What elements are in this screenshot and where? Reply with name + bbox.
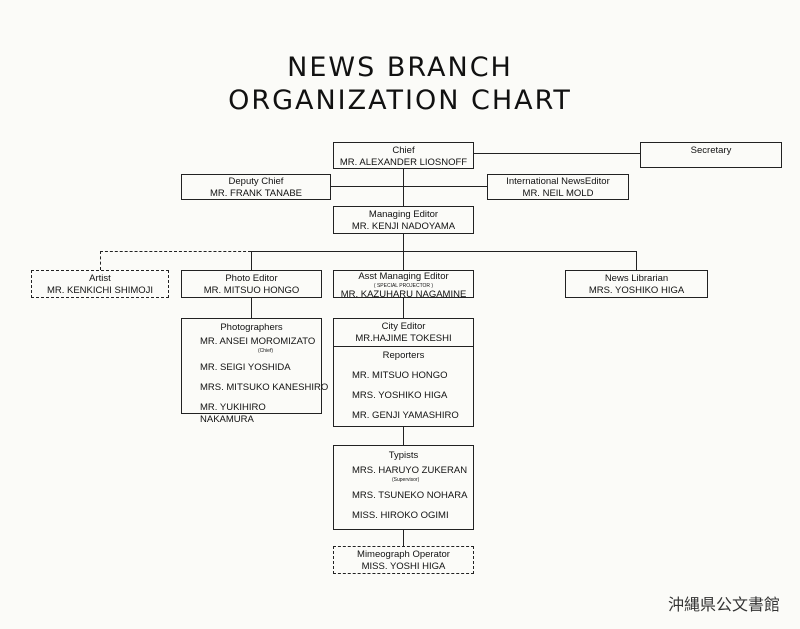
intl-news-editor-role: International NewsEditor bbox=[506, 176, 610, 187]
reporter-name: MR. MITSUO HONGO bbox=[352, 370, 448, 381]
city-editor-role: City Editor bbox=[381, 321, 426, 332]
chief-role: Chief bbox=[392, 145, 415, 156]
mimeograph-operator-role: Mimeograph Operator bbox=[357, 549, 450, 560]
photographers-box: Photographers MR. ANSEI MOROMIZATO (Chie… bbox=[181, 318, 329, 425]
reporter-name: MRS. YOSHIKO HIGA bbox=[352, 390, 448, 401]
connector bbox=[403, 234, 404, 270]
connector bbox=[251, 251, 252, 270]
dashed-connector bbox=[100, 251, 101, 270]
chief-box: Chief MR. ALEXANDER LIOSNOFF bbox=[333, 142, 474, 169]
chart-title-line-1: NEWS BRANCH bbox=[287, 52, 513, 83]
connector bbox=[403, 298, 404, 318]
connector bbox=[403, 530, 404, 546]
connector bbox=[251, 298, 252, 318]
managing-editor-box: Managing Editor MR. KENJI NADOYAMA bbox=[333, 206, 474, 234]
reporters-role: Reporters bbox=[382, 350, 425, 361]
photographer-name: MR. YUKIHIRO NAKAMURA bbox=[200, 402, 266, 425]
connector bbox=[403, 168, 404, 206]
typist-supervisor-note: (Supervisor) bbox=[392, 477, 420, 483]
connector bbox=[403, 427, 404, 445]
typist-name: MRS. TSUNEKO NOHARA bbox=[352, 490, 468, 501]
news-librarian-box: News Librarian MRS. YOSHIKO HIGA bbox=[565, 270, 708, 298]
city-editor-name: MR.HAJIME TOKESHI bbox=[355, 333, 452, 344]
deputy-chief-box: Deputy Chief MR. FRANK TANABE bbox=[181, 174, 331, 200]
chief-name: MR. ALEXANDER LIOSNOFF bbox=[339, 157, 468, 168]
photo-editor-name: MR. MITSUO HONGO bbox=[203, 285, 300, 296]
asst-managing-editor-note: ( SPECIAL PROJECTOR ) bbox=[373, 283, 434, 289]
dashed-connector bbox=[100, 251, 251, 252]
typists-box: Typists MRS. HARUYO ZUKERAN (Supervisor)… bbox=[333, 445, 474, 530]
typist-name: MRS. HARUYO ZUKERAN bbox=[352, 465, 468, 476]
archive-stamp: 沖縄県公文書館 bbox=[667, 595, 780, 614]
news-librarian-name: MRS. YOSHIKO HIGA bbox=[588, 285, 685, 296]
photographer-name: MR. ANSEI MOROMIZATO bbox=[200, 336, 316, 347]
asst-managing-editor-box: Asst Managing Editor ( SPECIAL PROJECTOR… bbox=[333, 270, 474, 300]
asst-managing-editor-role: Asst Managing Editor bbox=[358, 271, 449, 282]
asst-managing-editor-name: MR. KAZUHARU NAGAMINE bbox=[340, 289, 467, 300]
typist-name: MISS. HIROKO OGIMI bbox=[352, 510, 449, 521]
artist-role: Artist bbox=[89, 273, 111, 284]
city-editor-box: City Editor MR.HAJIME TOKESHI bbox=[333, 318, 474, 347]
reporters-box: Reporters MR. MITSUO HONGO MRS. YOSHIKO … bbox=[333, 346, 474, 427]
intl-news-editor-box: International NewsEditor MR. NEIL MOLD bbox=[487, 174, 629, 200]
artist-name: MR. KENKICHI SHIMOJI bbox=[46, 285, 154, 296]
mimeograph-operator-box: Mimeograph Operator MISS. YOSHI HIGA bbox=[333, 546, 474, 574]
reporter-name: MR. GENJI YAMASHIRO bbox=[352, 410, 459, 421]
connector bbox=[251, 251, 637, 252]
news-librarian-role: News Librarian bbox=[604, 273, 669, 284]
secretary-box: Secretary bbox=[640, 142, 782, 168]
photographer-name: MRS. MITSUKO KANESHIRO bbox=[200, 382, 329, 393]
connector bbox=[474, 153, 640, 154]
deputy-chief-role: Deputy Chief bbox=[228, 176, 284, 187]
chart-title-line-2: ORGANIZATION CHART bbox=[228, 85, 572, 116]
photo-editor-box: Photo Editor MR. MITSUO HONGO bbox=[181, 270, 322, 298]
photographer-name: MR. SEIGI YOSHIDA bbox=[200, 362, 291, 373]
intl-news-editor-name: MR. NEIL MOLD bbox=[522, 188, 594, 199]
connector bbox=[636, 251, 637, 270]
connector bbox=[331, 186, 487, 187]
photo-editor-role: Photo Editor bbox=[225, 273, 278, 284]
managing-editor-role: Managing Editor bbox=[368, 209, 439, 220]
typists-role: Typists bbox=[388, 450, 419, 461]
artist-box: Artist MR. KENKICHI SHIMOJI bbox=[31, 270, 169, 298]
photographers-role: Photographers bbox=[220, 322, 283, 333]
photographer-chief-note: (Chief) bbox=[258, 348, 274, 354]
secretary-role: Secretary bbox=[690, 145, 732, 156]
managing-editor-name: MR. KENJI NADOYAMA bbox=[351, 221, 456, 232]
mimeograph-operator-name: MISS. YOSHI HIGA bbox=[361, 561, 446, 572]
deputy-chief-name: MR. FRANK TANABE bbox=[209, 188, 303, 199]
